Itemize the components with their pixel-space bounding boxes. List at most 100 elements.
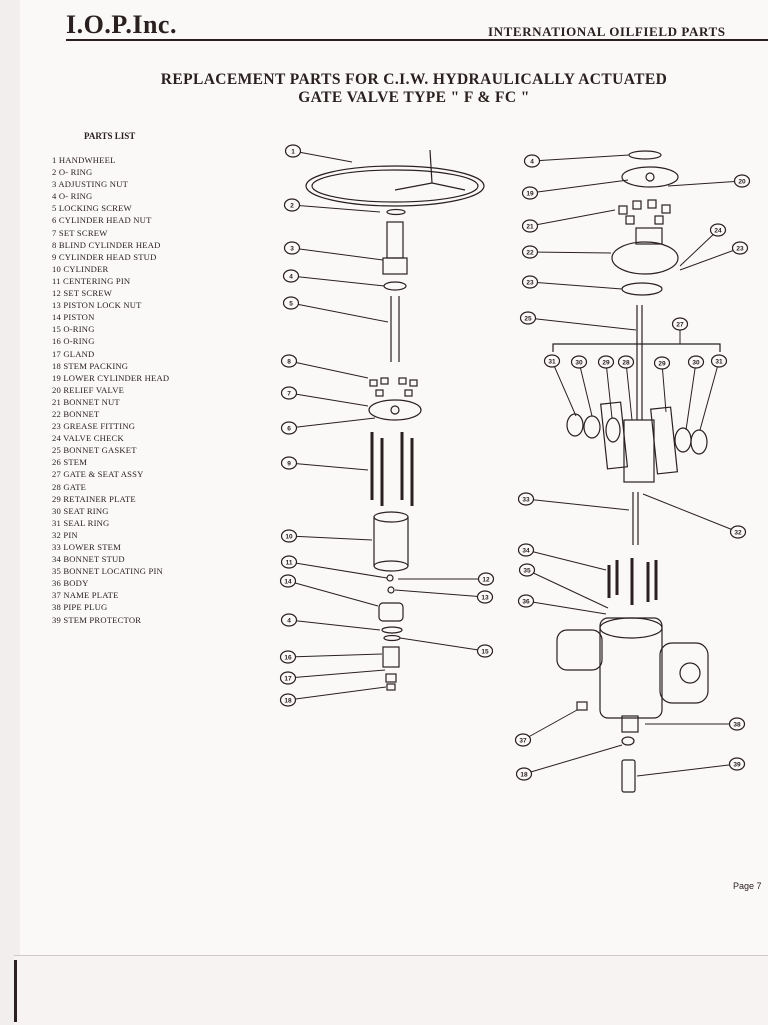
callout-circle (733, 174, 751, 188)
callout-right-16: 31 (699, 354, 728, 431)
parts-list-item: 18 STEM PACKING (52, 360, 129, 371)
company-name: INTERNATIONAL OILFIELD PARTS (488, 24, 726, 39)
callout-circle (280, 529, 298, 543)
callout-leader-line (291, 204, 381, 213)
callout-left-14: 4 (280, 613, 381, 631)
header-rule (66, 39, 768, 41)
callout-right-10: 31 (543, 354, 577, 417)
callout-leader-line (288, 619, 381, 631)
parts-list-item: 12 SET SCREW (52, 288, 113, 299)
callout-leader-line (551, 360, 577, 417)
callout-right-24: 18 (515, 744, 623, 781)
parts-list-item: 1 HANDWHEEL (52, 155, 116, 165)
parts-list-item: 30 SEAT RING (52, 505, 109, 516)
parts-list-heading: PARTS LIST (84, 131, 136, 141)
callout-right-11: 30 (570, 355, 593, 417)
callout-right-2: 19 (521, 179, 629, 200)
callout-leader-line (288, 561, 388, 579)
parts-list-item: 7 SET SCREW (52, 227, 108, 238)
callout-leader-line (642, 493, 739, 533)
page-underside (14, 955, 768, 1025)
callout-circle (283, 241, 301, 255)
parts-list-item: 21 BONNET NUT (52, 396, 120, 407)
callout-circle (729, 525, 747, 539)
callout-leader-line (636, 763, 738, 777)
callout-left-10: 11 (280, 555, 388, 579)
right-assembly-drawing (552, 150, 721, 793)
callout-number: 37 (519, 737, 527, 744)
callout-leader-line (291, 247, 384, 261)
callout-left-11: 12 (398, 572, 495, 586)
callout-circle (671, 317, 689, 331)
callout-circle (279, 693, 297, 707)
callout-circle (543, 354, 561, 368)
callout-right-1: 20 (667, 174, 751, 188)
callout-number: 17 (284, 675, 292, 682)
callout-number: 24 (714, 227, 722, 234)
callout-circle (476, 590, 494, 604)
callout-right-20: 35 (518, 563, 609, 609)
callout-number: 30 (692, 359, 700, 366)
callout-right-3: 21 (521, 209, 616, 233)
callout-leader-line (292, 150, 353, 163)
callout-circle (710, 354, 728, 368)
callout-right-9: 27 (671, 317, 689, 344)
callout-layer: 1234587691011121413415161718420192124222… (279, 144, 751, 781)
parts-list-item: 22 BONNET (52, 408, 100, 419)
callout-number: 18 (520, 771, 528, 778)
callout-circle (280, 386, 298, 400)
callout-leader-line (288, 417, 376, 429)
parts-list-item: 6 CYLINDER HEAD NUT (52, 215, 152, 226)
callout-number: 4 (287, 617, 291, 624)
callout-leader-line (290, 302, 389, 323)
callout-leader-line (288, 462, 369, 471)
callout-number: 16 (284, 654, 292, 661)
callout-leader-line (526, 569, 609, 609)
callout-circle (653, 356, 671, 370)
callout-number: 7 (287, 390, 291, 397)
callout-circle (519, 311, 537, 325)
callout-leader-line (394, 589, 486, 598)
parts-list-item: 8 BLIND CYLINDER HEAD (52, 239, 161, 250)
parts-list-item: 33 LOWER STEM (52, 542, 121, 552)
callout-left-17: 17 (279, 669, 386, 685)
callout-number: 22 (526, 249, 534, 256)
callout-circle (282, 269, 300, 283)
callout-number: 31 (548, 358, 556, 365)
callout-number: 30 (575, 359, 583, 366)
callout-leader-line (525, 600, 607, 615)
parts-list-item: 27 GATE & SEAT ASSY (52, 469, 144, 480)
callout-circle (570, 355, 588, 369)
callout-left-16: 16 (279, 650, 383, 664)
callout-right-7: 23 (521, 275, 623, 290)
callout-left-4: 5 (282, 296, 389, 323)
callout-leader-line (399, 637, 486, 652)
callout-leader-line (523, 744, 623, 775)
callout-right-23: 37 (514, 709, 578, 747)
callout-leader-line (287, 580, 379, 607)
callout-number: 15 (481, 648, 489, 655)
callout-leader-line (699, 360, 720, 431)
callout-circle (709, 223, 727, 237)
callout-number: 13 (481, 594, 489, 601)
parts-list-item: 31 SEAL RING (52, 517, 110, 528)
callout-leader-line (625, 361, 633, 421)
callout-leader-line (605, 361, 613, 419)
parts-list-item: 20 RELIEF VALVE (52, 384, 125, 395)
parts-list-item: 13 PISTON LOCK NUT (52, 300, 142, 311)
callout-left-8: 9 (280, 456, 369, 471)
callout-leader-line (287, 686, 387, 701)
callout-number: 23 (736, 245, 744, 252)
callout-leader-line (525, 549, 607, 571)
callout-leader-line (578, 361, 593, 417)
parts-list-item: 19 LOWER CYLINDER HEAD (52, 372, 170, 383)
callout-circle (280, 421, 298, 435)
parts-list-item: 32 PIN (52, 529, 78, 540)
callout-leader-line (522, 709, 578, 741)
callout-number: 36 (522, 598, 530, 605)
parts-list-item: 35 BONNET LOCATING PIN (52, 566, 163, 577)
callout-number: 1 (291, 148, 295, 155)
callout-number: 19 (526, 190, 534, 197)
parts-list-item: 37 NAME PLATE (52, 590, 119, 601)
callout-number: 9 (287, 460, 291, 467)
